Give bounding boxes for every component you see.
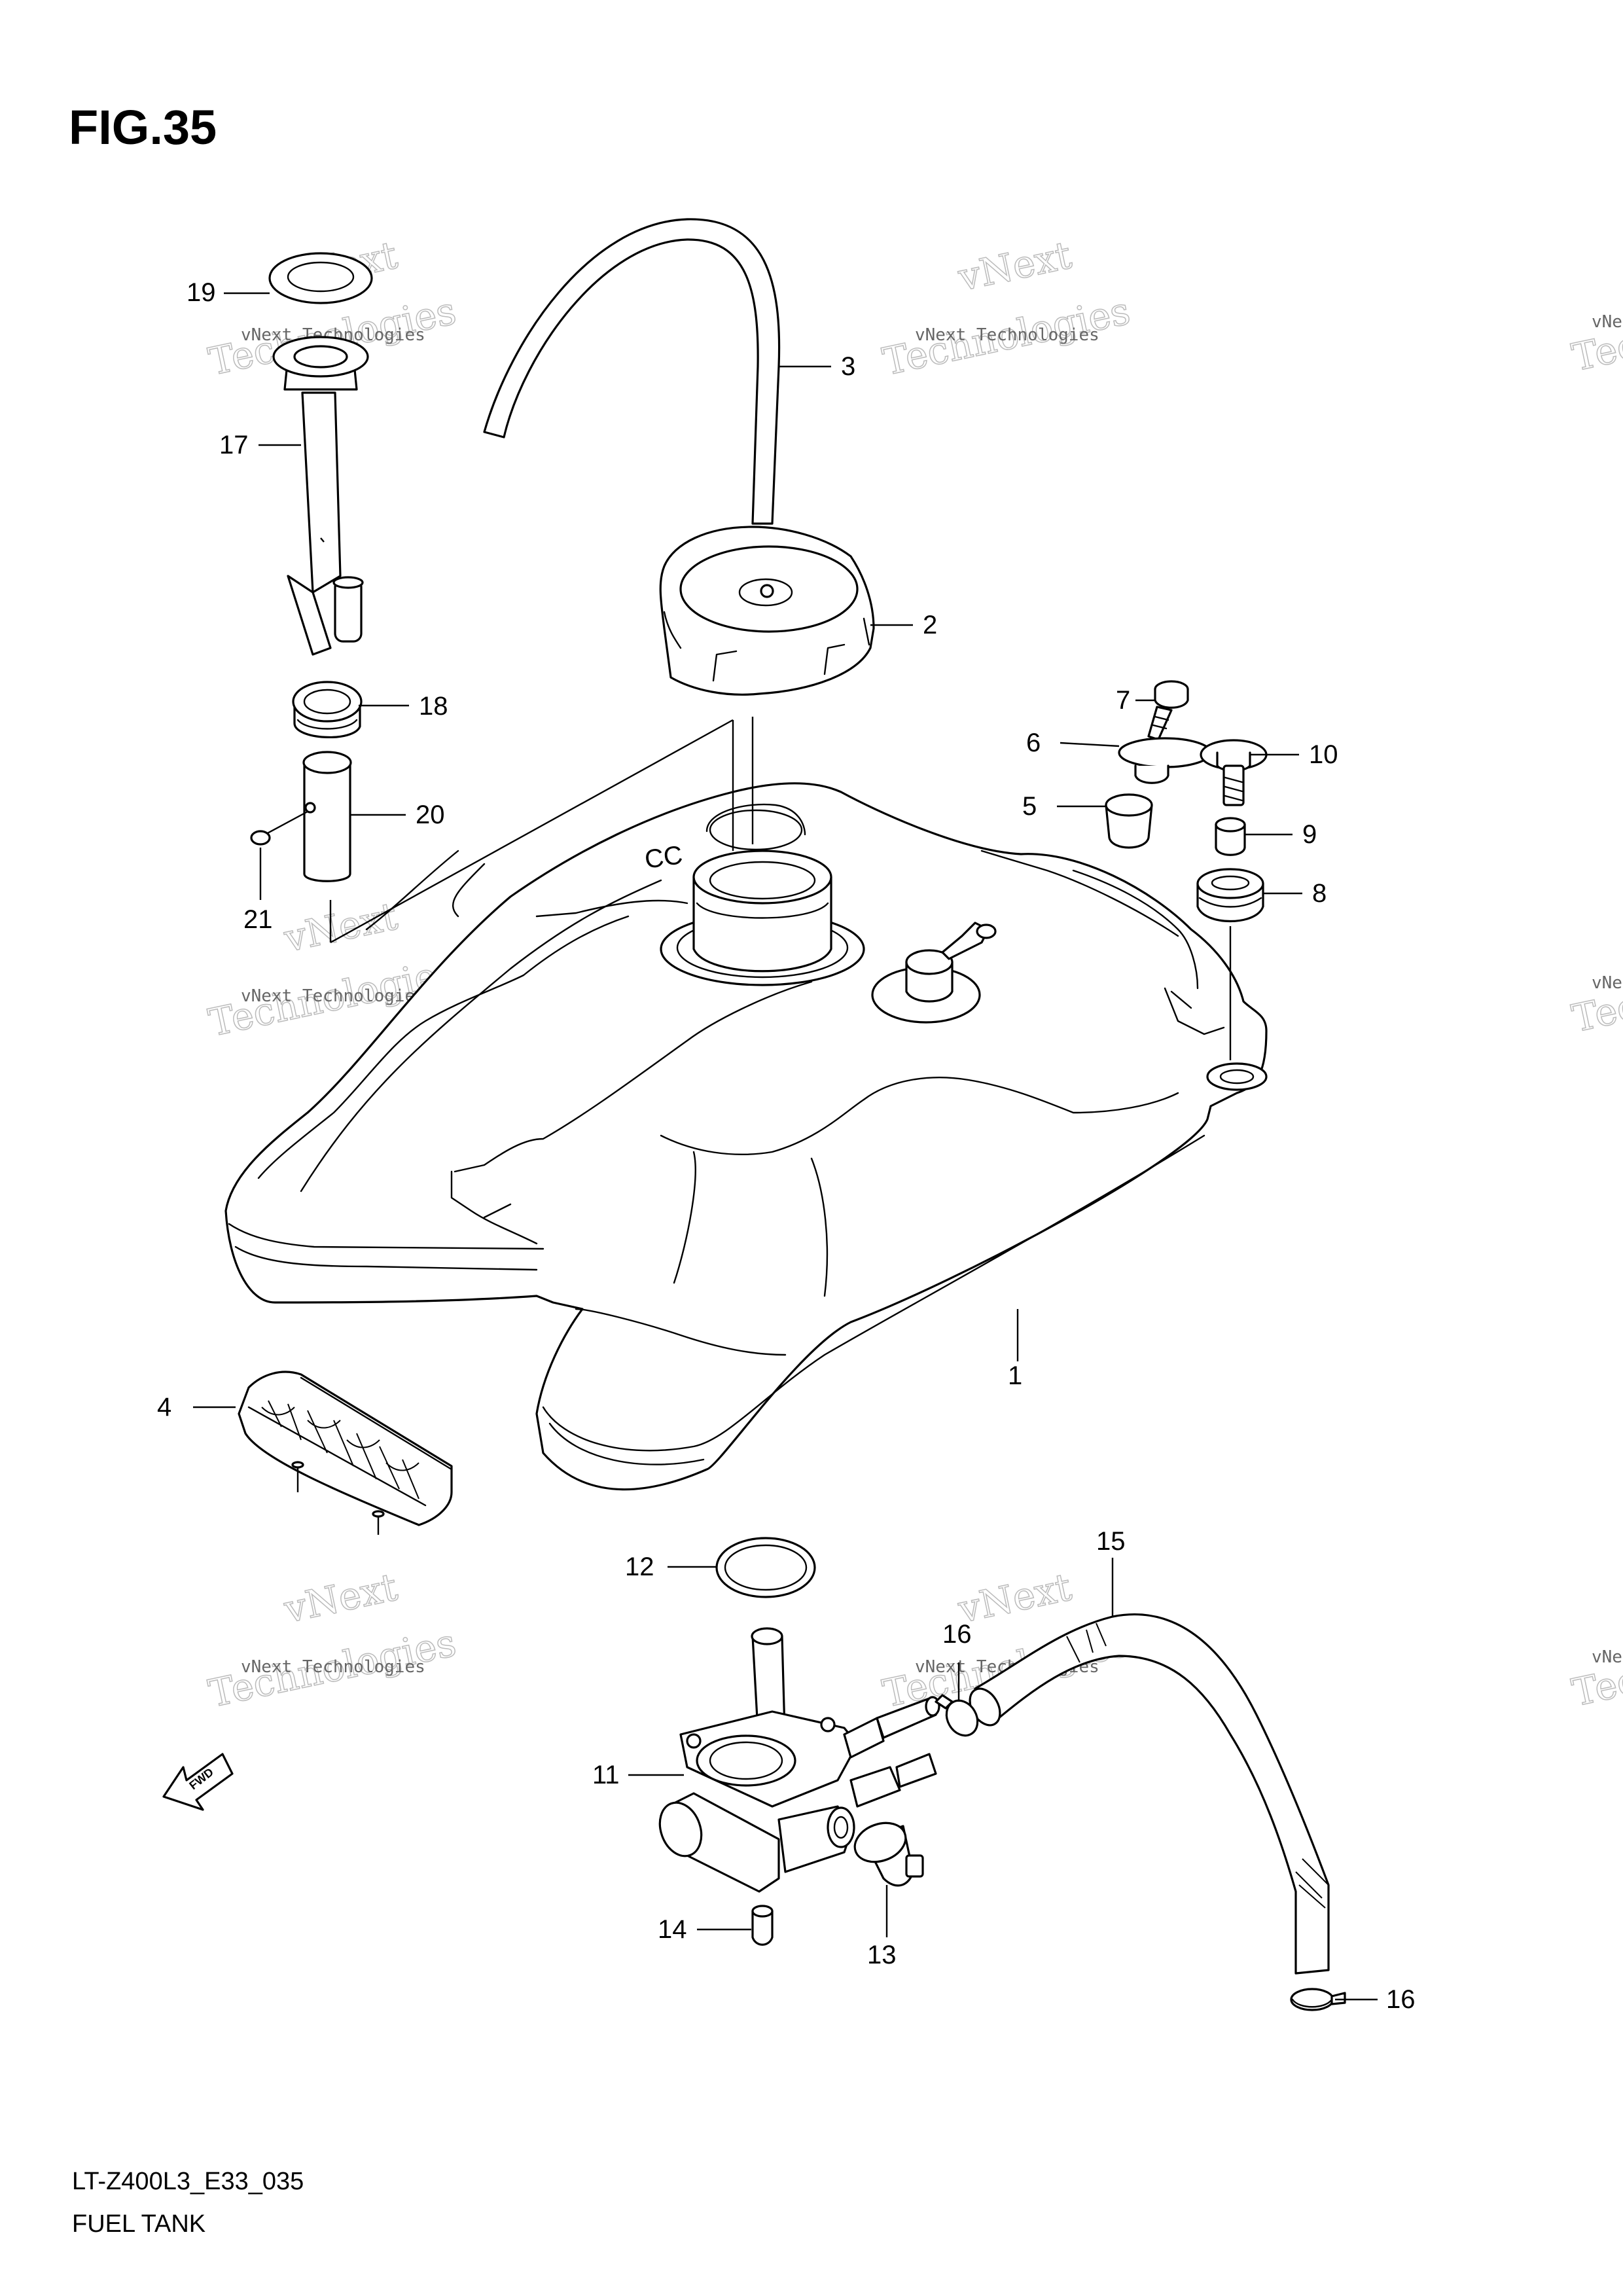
spacer-tube (302, 751, 352, 882)
small-screw (250, 810, 308, 846)
svg-text:Technologies: Technologies (1568, 945, 1623, 1041)
diagram-code: LT-Z400L3_E33_035 (72, 2168, 304, 2195)
watermark-7: Technologies vNext Technologies (1568, 283, 1623, 380)
callout-13: 13 (867, 1941, 897, 1969)
diagram-caption: FUEL TANK (72, 2210, 205, 2238)
callout-20: 20 (416, 800, 445, 829)
fuel-hose (969, 1613, 1330, 1975)
valve-screw (751, 1905, 774, 1946)
svg-text:Technologies: Technologies (1568, 1619, 1623, 1715)
fuel-valve (658, 1627, 940, 1893)
callout-1: 1 (1008, 1361, 1022, 1390)
figure-title: FIG.35 (69, 100, 217, 154)
o-ring (715, 1537, 816, 1598)
fuel-cap (659, 526, 875, 696)
fuel-tank: CC (224, 782, 1268, 1491)
svg-text:Technologies: Technologies (1568, 284, 1623, 380)
callout-19: 19 (187, 278, 216, 307)
callout-9: 9 (1302, 820, 1317, 849)
callout-11: 11 (592, 1761, 620, 1789)
callouts: 19 17 3 2 18 20 21 7 6 5 10 9 8 1 4 12 1… (157, 278, 1416, 2014)
callout-15: 15 (1096, 1527, 1126, 1556)
callout-4: 4 (157, 1393, 171, 1422)
leader-lines (193, 292, 1378, 2001)
callout-3: 3 (841, 352, 855, 381)
svg-text:vNext Technologies: vNext Technologies (1592, 312, 1623, 332)
tank-cc-mark: CC (643, 840, 684, 874)
callout-16-upper: 16 (942, 1620, 972, 1649)
callout-6: 6 (1026, 728, 1041, 757)
svg-text:vNext: vNext (280, 893, 401, 961)
svg-text:vNext Technologies: vNext Technologies (915, 325, 1099, 345)
rear-mount-group (1196, 739, 1268, 923)
callout-14: 14 (658, 1915, 687, 1944)
svg-text:vNext Technologies: vNext Technologies (1592, 1647, 1623, 1667)
hose-clamp-upper (935, 1694, 979, 1737)
callout-7: 7 (1116, 686, 1130, 715)
breather-hose (483, 218, 781, 525)
callout-17: 17 (219, 431, 249, 459)
watermark-8: Technologies vNext Technologies (1568, 944, 1623, 1041)
svg-text:vNext Technologies: vNext Technologies (241, 1657, 425, 1677)
watermark-2: Technologies vNext vNext Technologies (878, 232, 1134, 385)
callout-16-lower: 16 (1386, 1985, 1416, 2014)
callout-12: 12 (625, 1552, 654, 1581)
hose-clamp-lower (1290, 1988, 1346, 2011)
svg-text:vNext: vNext (954, 1564, 1075, 1632)
fwd-arrow-icon: FWD (162, 1753, 234, 1811)
callout-8: 8 (1312, 879, 1327, 908)
svg-text:vNext Technologies: vNext Technologies (1592, 973, 1623, 993)
callout-10: 10 (1309, 740, 1338, 769)
callout-2: 2 (923, 611, 937, 639)
svg-text:vNext: vNext (280, 1564, 401, 1632)
mounting-bolt-group (1105, 680, 1212, 849)
svg-text:vNext Technologies: vNext Technologies (241, 986, 425, 1006)
callout-18: 18 (419, 692, 448, 721)
callout-5: 5 (1022, 792, 1037, 821)
watermark-9: Technologies vNext Technologies (1568, 1619, 1623, 1715)
callout-21: 21 (243, 905, 273, 934)
svg-text:vNext: vNext (954, 232, 1075, 300)
valve-knob (853, 1821, 924, 1887)
heat-guard (238, 1371, 453, 1535)
fuel-gauge-assembly (268, 252, 373, 656)
gauge-grommet (292, 681, 363, 738)
watermark-5: Technologies vNext vNext Technologies (204, 1564, 460, 1717)
